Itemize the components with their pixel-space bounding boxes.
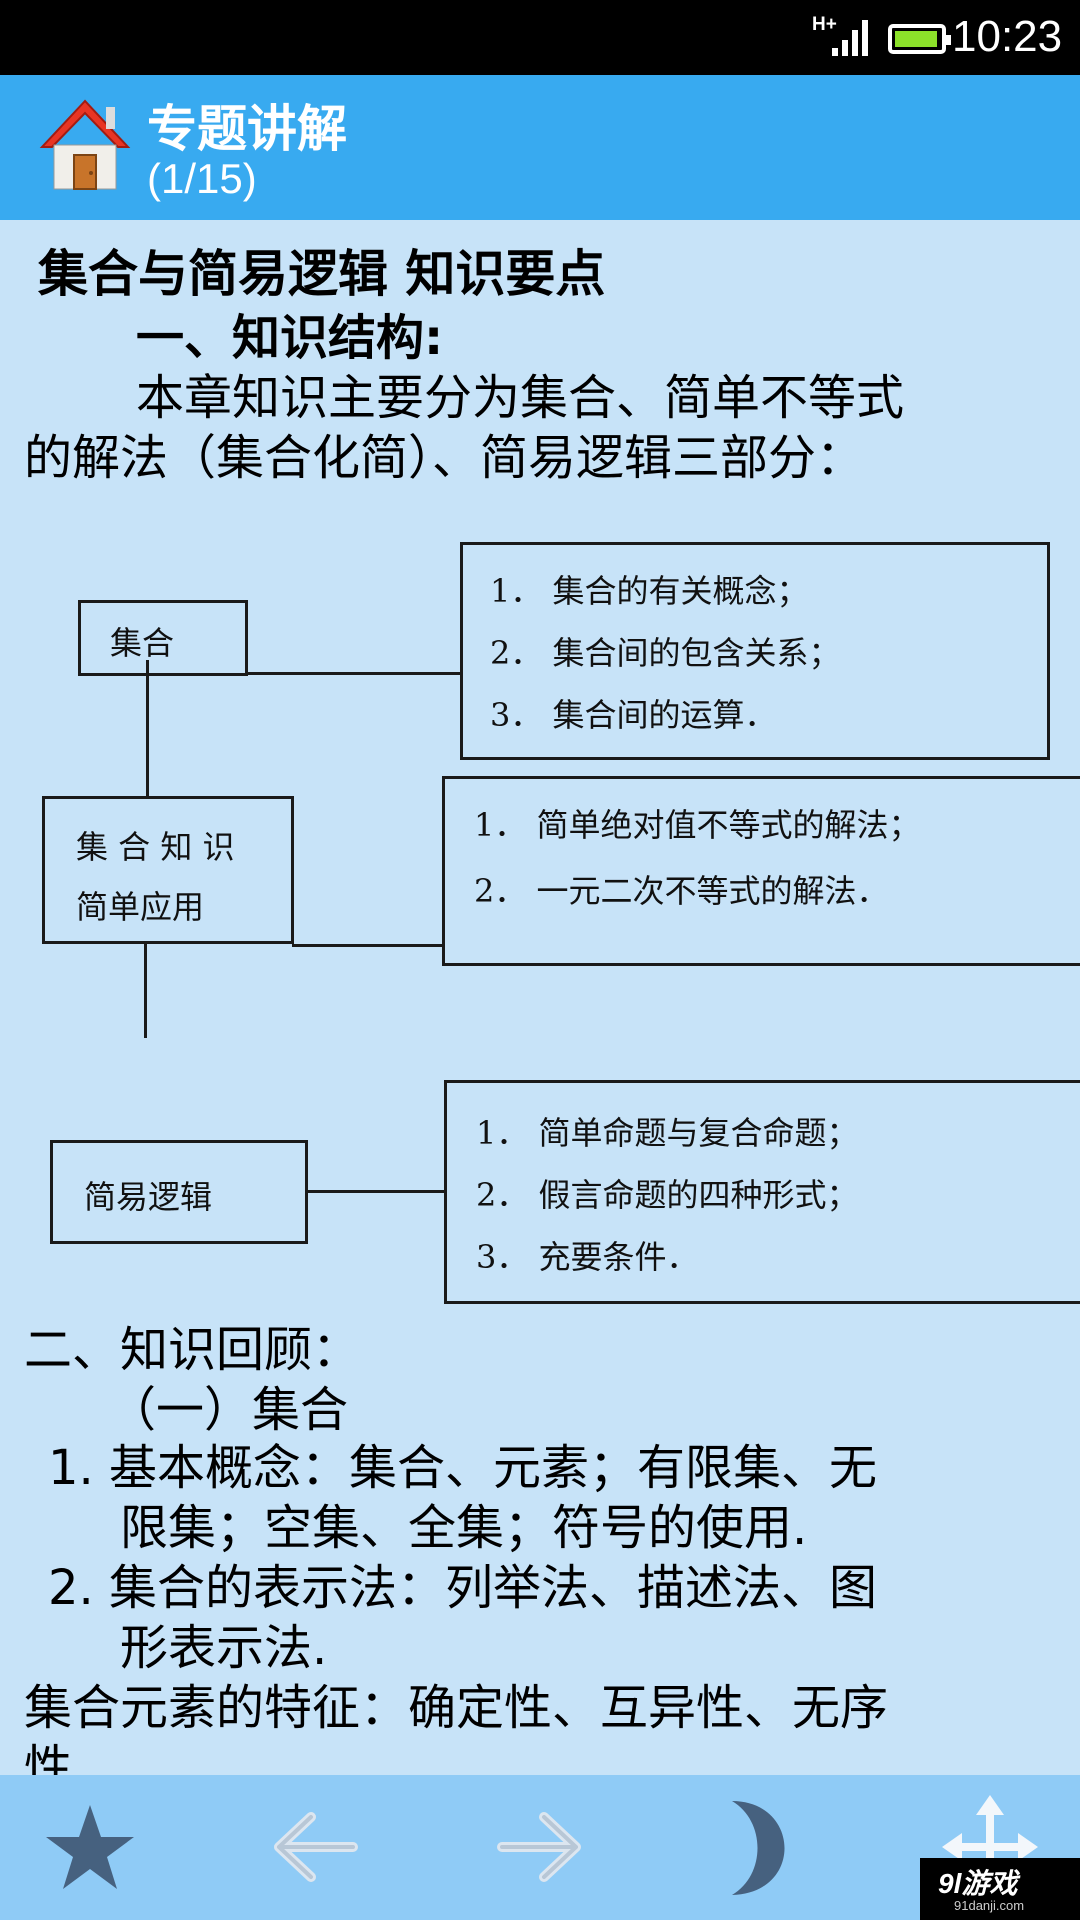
diagram-item: 1． 简单命题与复合命题； xyxy=(476,1114,859,1152)
connector xyxy=(146,660,149,796)
diagram-node-sets xyxy=(78,600,248,676)
diagram-detail-box xyxy=(442,776,1080,966)
page-title: 专题讲解 xyxy=(147,100,347,158)
connector xyxy=(144,942,147,1038)
paragraph-line: 的解法（集合化简）、简易逻辑三部分： xyxy=(24,430,865,486)
subsection-title: （一）集合 xyxy=(108,1382,349,1438)
list-item: 2. 集合的表示法：列举法、描述法、图 xyxy=(48,1560,878,1616)
section-title: 一、知识结构: xyxy=(136,310,444,366)
diagram-node-label: 简单应用 xyxy=(76,888,205,926)
arrow-right-icon[interactable] xyxy=(470,1775,610,1920)
watermark-domain: 91danji.com xyxy=(954,1898,1025,1913)
status-bar: H+ 10:23 xyxy=(0,0,1080,75)
diagram-node-label: 集 合 知 识 xyxy=(76,828,235,866)
diagram-item: 3． 集合间的运算． xyxy=(490,696,777,734)
paragraph-line: 本章知识主要分为集合、简单不等式 xyxy=(136,370,905,426)
diagram-item: 2． 集合间的包含关系； xyxy=(490,634,841,672)
list-item: 1. 基本概念：集合、元素；有限集、无 xyxy=(48,1440,878,1496)
bottom-toolbar: 9l游戏 91danji.com xyxy=(0,1775,1080,1920)
diagram-item: 2． 假言命题的四种形式； xyxy=(476,1176,859,1214)
page-indicator: (1/15) xyxy=(147,155,257,202)
paragraph-line: 集合元素的特征：确定性、互异性、无序 xyxy=(24,1680,889,1736)
list-item-continuation: 形表示法. xyxy=(120,1620,328,1676)
signal-icon xyxy=(832,20,868,56)
diagram-item: 1． 简单绝对值不等式的解法； xyxy=(474,806,921,844)
network-type: H+ xyxy=(812,14,837,35)
diagram-node-logic xyxy=(50,1140,308,1244)
clock: 10:23 xyxy=(952,12,1063,61)
diagram-node-label: 简易逻辑 xyxy=(84,1178,213,1216)
article-heading: 集合与简易逻辑 知识要点 xyxy=(38,245,606,303)
arrow-left-icon[interactable] xyxy=(245,1775,385,1920)
connector xyxy=(246,672,460,675)
list-item-continuation: 限集；空集、全集；符号的使用. xyxy=(120,1500,808,1556)
night-mode-icon[interactable] xyxy=(700,1775,840,1920)
connector xyxy=(292,944,442,947)
battery-icon xyxy=(888,24,951,54)
connector xyxy=(306,1190,444,1193)
title-bar: 专题讲解 (1/15) xyxy=(0,75,1080,220)
watermark-brand: 9l游戏 xyxy=(938,1868,1018,1899)
watermark: 9l游戏 91danji.com xyxy=(920,1858,1080,1920)
paragraph-line: 性 xyxy=(24,1740,73,1775)
star-icon[interactable] xyxy=(20,1775,160,1920)
diagram-detail-box xyxy=(460,542,1050,760)
diagram-detail-box xyxy=(444,1080,1080,1304)
article-content: 集合与简易逻辑 知识要点 一、知识结构: 本章知识主要分为集合、简单不等式 的解… xyxy=(0,220,1080,1775)
diagram-node-label: 集合 xyxy=(110,624,175,662)
diagram-item: 2． 一元二次不等式的解法． xyxy=(474,872,889,910)
diagram-node-applications xyxy=(42,796,294,944)
home-icon[interactable] xyxy=(38,95,133,195)
section-title: 二、知识回顾： xyxy=(24,1322,361,1378)
diagram-item: 1． 集合的有关概念； xyxy=(490,572,809,610)
diagram-item: 3． 充要条件． xyxy=(476,1238,699,1276)
